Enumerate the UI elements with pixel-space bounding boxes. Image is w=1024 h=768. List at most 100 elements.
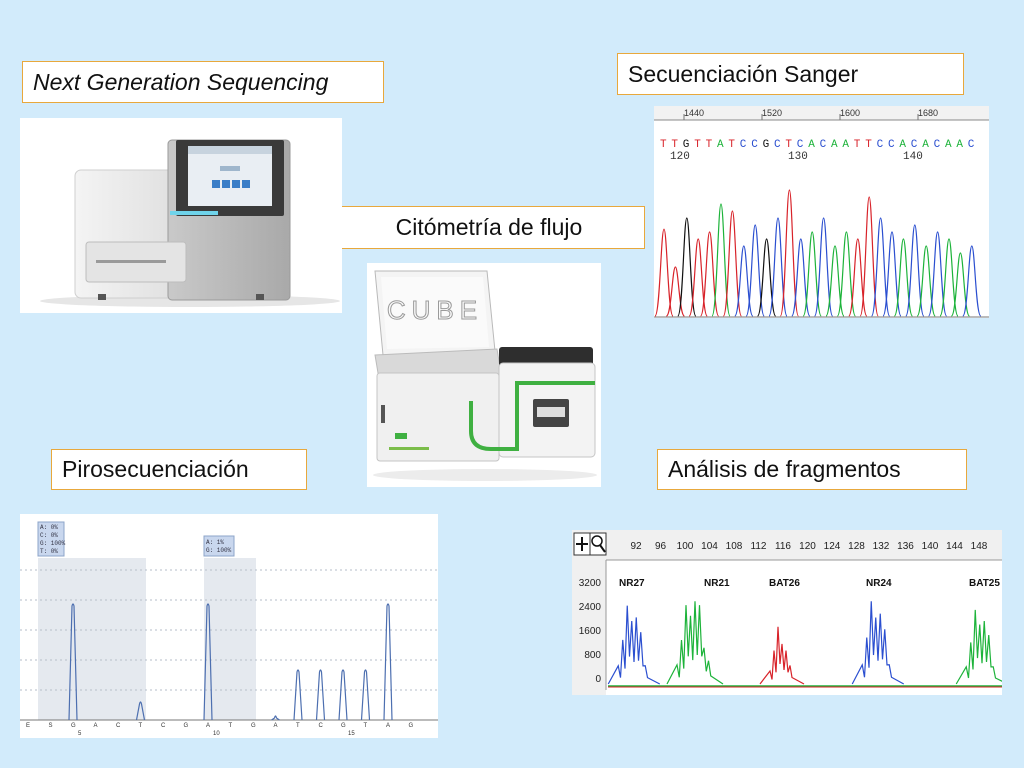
cube-screen-text: CUBE [387, 295, 483, 325]
sanger-peak [928, 231, 948, 317]
sanger-base: T [706, 139, 713, 151]
pyro-base: A [274, 723, 278, 729]
sanger-peak [871, 217, 891, 317]
sanger-base: C [877, 139, 884, 151]
flow-cytometer-drawing: CUBE [373, 270, 597, 481]
sanger-ruler-4: 1680 [918, 108, 938, 118]
sanger-peak [859, 196, 879, 317]
sanger-peak [700, 231, 720, 317]
pyro-box1-a: A: 0% [40, 524, 58, 531]
pyro-box1-c: C: 0% [40, 532, 58, 539]
pyro-base: T [229, 723, 233, 729]
sanger-base: C [968, 139, 975, 151]
fragment-x-tick: 128 [848, 541, 865, 552]
sanger-peak [882, 231, 902, 317]
fragment-x-tick: 96 [655, 541, 667, 552]
sanger-peak [939, 238, 959, 317]
fragment-x-tick: 108 [726, 541, 743, 552]
pyro-peak [338, 669, 348, 721]
label-pyro-text: Pirosecuenciación [62, 456, 249, 482]
pyro-base: A [206, 723, 210, 729]
marker-nr21: NR21 [704, 578, 730, 589]
pyro-peak [293, 669, 303, 721]
pyrogram-svg: A: 0% C: 0% G: 100% T: 0% A: 1% G: 100% … [20, 521, 438, 737]
sanger-base: T [694, 139, 701, 151]
fragment-x-tick: 144 [946, 541, 963, 552]
marker-bat26: BAT26 [769, 578, 800, 589]
sanger-traces [654, 189, 982, 317]
pyro-base: G [341, 723, 346, 729]
fragment-peak-cluster [759, 626, 805, 685]
sanger-base: C [751, 139, 758, 151]
sanger-peak [745, 224, 765, 317]
sanger-peak [962, 245, 982, 317]
pyro-base: A [94, 723, 98, 729]
sanger-base: A [808, 139, 815, 151]
fragment-traces [607, 601, 1002, 688]
fragment-x-tick: 140 [922, 541, 939, 552]
pyro-peak [315, 669, 326, 721]
sanger-peak [677, 217, 697, 317]
pyrogram: A: 0% C: 0% G: 100% T: 0% A: 1% G: 100% … [20, 514, 438, 738]
pyro-base: A [386, 723, 390, 729]
pyro-peak [135, 701, 146, 721]
pyro-base: C [116, 723, 121, 729]
pyro-peak [203, 603, 213, 721]
fragment-peak-cluster [851, 601, 905, 685]
sanger-base: G [763, 139, 770, 151]
magnifier-icon[interactable] [589, 532, 607, 556]
marker-bat25: BAT25 [969, 578, 1000, 589]
sanger-base: C [934, 139, 941, 151]
fragment-peak-cluster [607, 605, 661, 685]
sanger-base: C [774, 139, 781, 151]
sanger-peak [836, 231, 856, 317]
marker-nr27: NR27 [619, 578, 645, 589]
pyro-base: T [364, 723, 368, 729]
fragment-x-tick: 136 [897, 541, 914, 552]
pyro-base: C [161, 723, 166, 729]
label-fragment: Análisis de fragmentos [657, 449, 967, 490]
label-ngs: Next Generation Sequencing [22, 61, 384, 103]
sanger-peak [768, 217, 788, 317]
sanger-peak [711, 203, 731, 317]
plus-icon[interactable] [573, 532, 591, 556]
sanger-base: T [785, 139, 792, 151]
pyro-base: T [139, 723, 143, 729]
fragment-y-tick: 0 [595, 674, 601, 685]
fragment-x-tick: 104 [701, 541, 718, 552]
sanger-pos-2: 130 [788, 151, 808, 163]
marker-nr24: NR24 [866, 578, 892, 589]
sanger-base: G [683, 139, 690, 151]
pyro-base: T [296, 723, 300, 729]
pyro-box1-g: G: 100% [40, 540, 66, 547]
sanger-base: T [865, 139, 872, 151]
label-flow-text: Citómetría de flujo [395, 214, 583, 240]
pyro-base: S [49, 723, 53, 729]
sanger-pos-1: 120 [670, 151, 690, 163]
label-sanger: Secuenciación Sanger [617, 53, 964, 95]
pyro-box2-g: G: 100% [206, 547, 232, 554]
fragment-y-tick: 1600 [579, 626, 602, 637]
sanger-base: C [797, 139, 804, 151]
label-flow: Citómetría de flujo [333, 206, 645, 249]
sanger-base: T [660, 139, 667, 151]
pyro-peaks [68, 603, 393, 721]
ngs-instrument-image [20, 118, 342, 313]
fragment-x-tick: 132 [873, 541, 890, 552]
sanger-base: A [717, 139, 724, 151]
sanger-ruler-1: 1440 [684, 108, 704, 118]
fragment-x-tick: 92 [630, 541, 642, 552]
fragment-x-tick: 148 [971, 541, 988, 552]
label-sanger-text: Secuenciación Sanger [628, 60, 859, 87]
pyro-box2-a: A: 1% [206, 539, 224, 546]
pyro-base: G [71, 723, 76, 729]
label-fragment-text: Análisis de fragmentos [668, 456, 901, 482]
pyro-base: E [26, 723, 30, 729]
pyro-mark-15: 15 [348, 731, 355, 737]
sanger-base: C [740, 139, 747, 151]
pyro-peak [68, 603, 78, 721]
